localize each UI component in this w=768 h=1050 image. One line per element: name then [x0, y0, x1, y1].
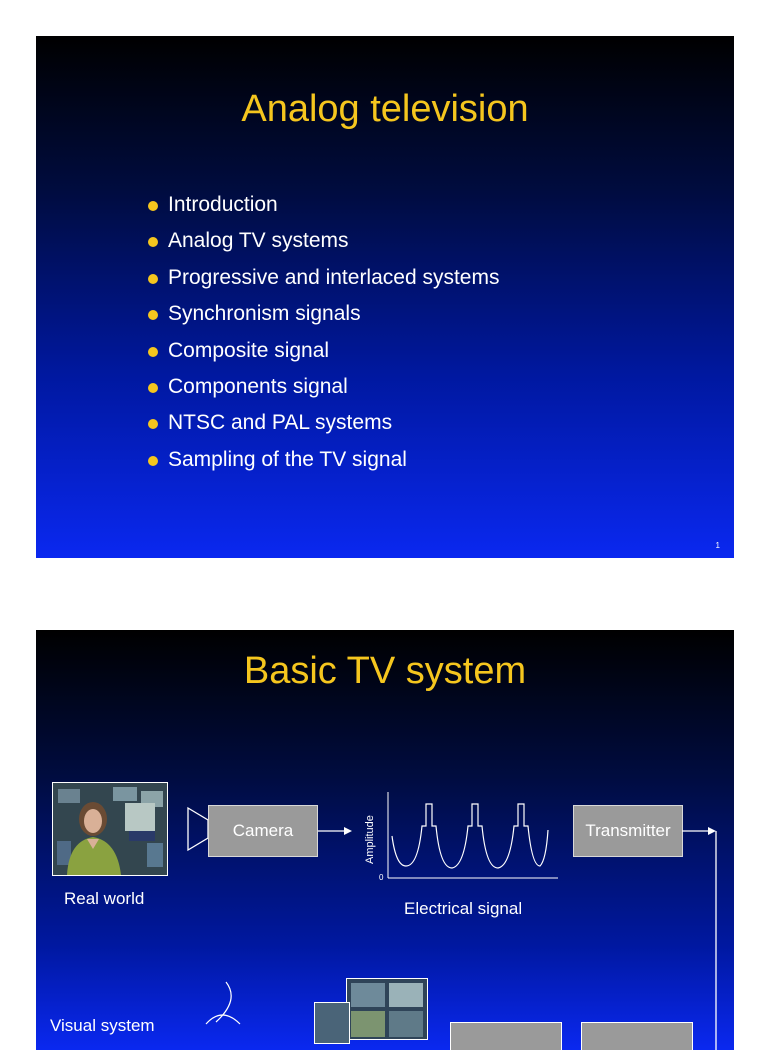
bullet-dot-icon [148, 346, 158, 357]
list-item: Composite signal [148, 336, 499, 372]
list-item: Components signal [148, 372, 499, 408]
eye-icon [205, 981, 241, 1025]
arrow-right-down-icon [682, 827, 717, 1050]
list-item: Progressive and interlaced systems [148, 263, 499, 299]
bullet-dot-icon [148, 419, 158, 430]
channel-box [581, 1022, 693, 1050]
list-item: Sampling of the TV signal [148, 445, 499, 481]
page-number: 1 [715, 541, 720, 550]
list-item: Synchronism signals [148, 299, 499, 335]
bullet-dot-icon [148, 273, 158, 284]
bullet-dot-icon [148, 382, 158, 393]
list-item: Introduction [148, 190, 499, 226]
real-world-label: Real world [64, 889, 145, 908]
list-item: NTSC and PAL systems [148, 408, 499, 444]
receiver-box [450, 1022, 562, 1050]
bullet-dot-icon [148, 455, 158, 466]
electrical-signal-label: Electrical signal [404, 899, 523, 918]
camera-box: Camera [208, 805, 318, 857]
news-anchor-image [52, 782, 168, 876]
tv-screens-image [346, 978, 428, 1040]
bullet-dot-icon [148, 237, 158, 248]
signal-waveform [387, 792, 558, 879]
axis-zero-label: 0 [379, 873, 384, 882]
transmitter-box: Transmitter [573, 805, 683, 857]
slide-1: Analog television Introduction Analog TV… [36, 36, 734, 558]
slide-2: Basic TV system Real world Camera [36, 630, 734, 1050]
tv-screen-small-image [314, 1002, 350, 1044]
arrow-right-icon [318, 827, 352, 835]
slide-1-title: Analog television [241, 88, 529, 130]
slide-2-title: Basic TV system [243, 650, 527, 692]
visual-system-label: Visual system [50, 1016, 155, 1035]
topic-list: Introduction Analog TV systems Progressi… [148, 190, 499, 481]
camera-lens-icon [187, 806, 209, 852]
list-item: Analog TV systems [148, 226, 499, 262]
amplitude-axis-label: Amplitude [364, 815, 376, 864]
bullet-dot-icon [148, 201, 158, 211]
bullet-dot-icon [148, 310, 158, 321]
